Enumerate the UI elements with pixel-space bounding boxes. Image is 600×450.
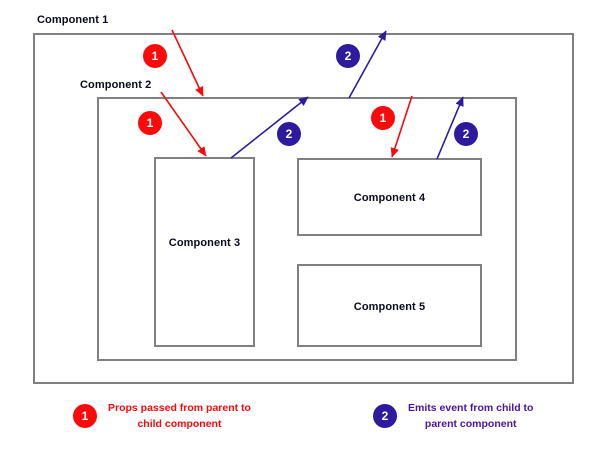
legend-events-badge: 2 bbox=[373, 404, 397, 429]
component-5-box bbox=[297, 264, 482, 347]
badge-events-2: 2 bbox=[336, 44, 360, 68]
component-4-label: Component 4 bbox=[353, 192, 426, 204]
component-3-box bbox=[154, 157, 255, 347]
legend-props: 1 Props passed from parent to child comp… bbox=[73, 400, 251, 433]
component-4-box bbox=[297, 158, 482, 236]
badge-props-1: 1 bbox=[143, 44, 167, 68]
legend-events: 2 Emits event from child to parent compo… bbox=[373, 400, 533, 433]
badge-props-3: 1 bbox=[371, 106, 395, 130]
badge-events-1: 2 bbox=[277, 122, 301, 146]
badge-events-3: 2 bbox=[454, 122, 478, 146]
legend-props-text: Props passed from parent to child compon… bbox=[108, 402, 251, 431]
component-1-box bbox=[33, 33, 574, 384]
legend-props-badge: 1 bbox=[73, 404, 97, 429]
component-5-label: Component 5 bbox=[353, 301, 426, 313]
badge-props-2: 1 bbox=[138, 111, 162, 135]
component-2-label: Component 2 bbox=[80, 79, 152, 91]
component-3-label: Component 3 bbox=[168, 237, 241, 249]
component-1-label: Component 1 bbox=[37, 14, 109, 26]
legend-events-text: Emits event from child to parent compone… bbox=[408, 402, 534, 431]
